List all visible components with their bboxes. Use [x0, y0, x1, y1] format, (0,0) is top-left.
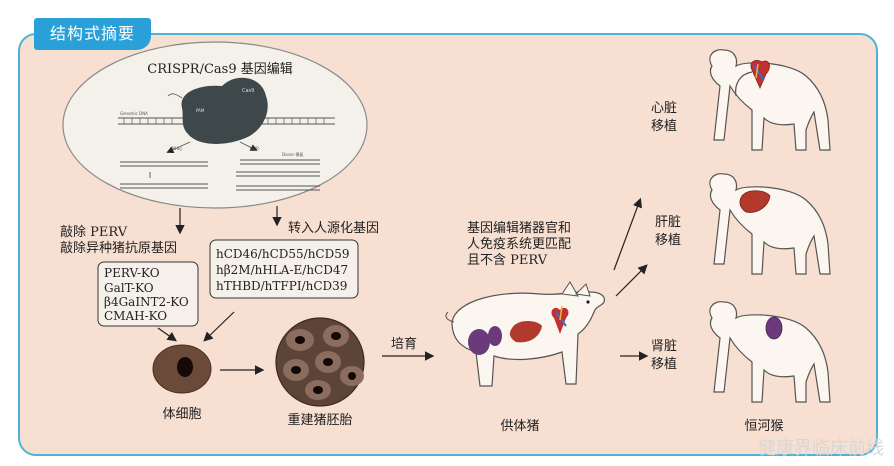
arrow-ko-to-cell — [157, 327, 177, 342]
knockout-item: CMAH-KO — [104, 309, 167, 323]
genomic-dna-label: Genomic DNA — [120, 111, 148, 116]
pig-liver — [509, 321, 542, 343]
pig-note-line: 基因编辑猪器官和 — [467, 220, 571, 236]
knockout-item: PERV-KO — [104, 266, 160, 280]
knockout-heading-2: 敲除异种猪抗原基因 — [60, 240, 177, 256]
section-tag: 结构式摘要 — [34, 18, 152, 50]
pam-label: PAM — [196, 108, 205, 113]
culture-label: 培育 — [391, 336, 417, 352]
pig-note-line: 且不含 PERV — [467, 252, 548, 268]
transplant-kidney-line2: 移植 — [651, 357, 677, 372]
transgene-item: hβ2M/hHLA-E/hCD47 — [216, 263, 348, 277]
crispr-title: CRISPR/Cas9 基因编辑 — [147, 62, 292, 77]
monkey-liver — [709, 173, 831, 275]
nhej-branch — [120, 141, 208, 189]
pig-note-line: 人免疫系统更匹配 — [467, 236, 571, 252]
watermark: 健康界临床前线 — [758, 438, 884, 459]
embryo-label: 重建猪胚胎 — [287, 412, 352, 428]
cas9-protein — [181, 77, 268, 144]
pig-heart — [551, 307, 569, 334]
knockout-item: β4GaINT2-KO — [104, 295, 189, 309]
knockout-box — [97, 261, 199, 327]
nhej-label: NHEJ — [172, 146, 182, 151]
hdr-branch — [236, 141, 320, 191]
transgene-item: hCD46/hCD55/hCD59 — [216, 247, 350, 261]
pig-kidney-right — [488, 326, 502, 346]
hdr-label: HDR — [250, 146, 259, 151]
cell-nucleus — [177, 357, 193, 377]
donor-pig — [445, 281, 605, 387]
knockout-heading-1: 敲除 PERV — [60, 224, 128, 240]
pig-kidney-left — [468, 329, 490, 355]
arrow-to-liver-monkey — [615, 264, 648, 297]
reconstructed-embryo — [275, 317, 365, 407]
transgene-item: hTHBD/hTFPI/hCD39 — [216, 279, 347, 293]
somatic-cell-label: 体细胞 — [162, 407, 201, 422]
transplant-heart-line1: 心脏 — [651, 101, 677, 116]
guide-rna — [167, 93, 183, 99]
knockout-item: GalT-KO — [104, 281, 154, 295]
transplant-heart-line2: 移植 — [651, 119, 677, 134]
transplant-liver-line2: 移植 — [655, 233, 681, 248]
donor-label: Donor 模板 — [282, 151, 303, 157]
cas9-label: Cas9 — [242, 88, 254, 94]
transplant-liver-line1: 肝脏 — [655, 215, 681, 230]
monkey-kidney — [709, 301, 831, 403]
arrow-to-heart-monkey — [613, 197, 642, 271]
transgene-heading: 转入人源化基因 — [288, 221, 379, 236]
donor-pig-label: 供体猪 — [500, 419, 539, 434]
transgene-box — [209, 239, 359, 299]
monkey-label: 恒河猴 — [744, 419, 783, 434]
arrow-tg-to-cell — [203, 311, 235, 342]
transplant-kidney-line1: 肾脏 — [651, 339, 677, 354]
monkey-heart — [709, 49, 831, 151]
